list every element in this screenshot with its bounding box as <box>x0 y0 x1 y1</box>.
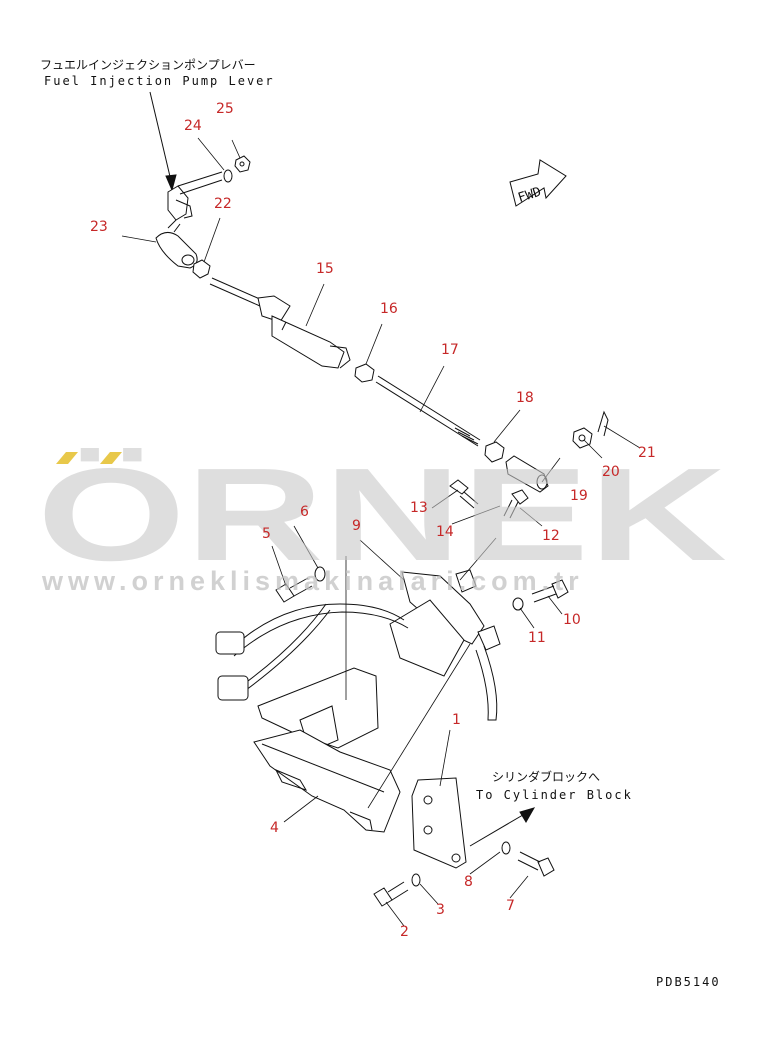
part-number-11: 11 <box>528 630 546 646</box>
cylinder-arrow <box>469 807 536 847</box>
cylinder-label-jp: シリンダブロックへ <box>492 770 601 784</box>
part-number-3: 3 <box>436 902 445 918</box>
drawing-code: PDB5140 <box>656 975 721 989</box>
fwd-label: FWD <box>516 185 543 207</box>
part-number-5: 5 <box>262 526 271 542</box>
pump-lever <box>167 171 223 221</box>
part-number-15: 15 <box>316 261 334 277</box>
ball-joint-23 <box>155 219 198 269</box>
part-number-24: 24 <box>184 118 202 134</box>
part-number-9: 9 <box>352 518 361 534</box>
bracket-4 <box>253 729 401 833</box>
nut-22 <box>192 259 211 279</box>
part-number-18: 18 <box>516 390 534 406</box>
part-number-22: 22 <box>214 196 232 212</box>
washer-24 <box>223 169 233 183</box>
washer-3 <box>411 873 421 887</box>
washer-8 <box>501 841 511 855</box>
washer-11 <box>512 597 524 611</box>
rod-15 <box>209 277 351 369</box>
part-number-12: 12 <box>542 528 560 544</box>
part-number-16: 16 <box>380 301 398 317</box>
pin-21 <box>597 410 609 437</box>
actuator-9 <box>389 569 501 721</box>
rod-17 <box>375 375 481 447</box>
part-number-20: 20 <box>602 464 620 480</box>
bolt-7 <box>517 851 555 877</box>
watermark-logo: ÖRNEK <box>37 448 727 568</box>
nut-18 <box>484 441 505 463</box>
cylinder-label-en: To Cylinder Block <box>476 788 633 802</box>
socket-19 <box>505 455 549 493</box>
wire-harness <box>215 603 409 701</box>
washer-6 <box>314 566 326 582</box>
part-number-6: 6 <box>300 504 309 520</box>
leader-lines <box>121 137 641 927</box>
lever-label-en: Fuel Injection Pump Lever <box>44 74 275 88</box>
part-number-17: 17 <box>441 342 459 358</box>
part-number-2: 2 <box>400 924 409 940</box>
lever-label-jp: フュエルインジェクションポンプレバー <box>40 58 256 72</box>
watermark-url: www.orneklismakinalari.com.tr <box>42 566 584 596</box>
bolt-2 <box>373 881 409 907</box>
nut-16 <box>354 363 375 383</box>
part-number-1: 1 <box>452 712 461 728</box>
part-number-8: 8 <box>464 874 473 890</box>
part-number-23: 23 <box>90 219 108 235</box>
bolt-5 <box>275 577 313 603</box>
bracket-1 <box>411 777 467 869</box>
part-number-4: 4 <box>270 820 279 836</box>
nut-25 <box>234 155 251 173</box>
part-number-14: 14 <box>436 524 454 540</box>
lever-pointer <box>149 91 177 192</box>
part-number-13: 13 <box>410 500 428 516</box>
bolt-12 <box>503 489 529 519</box>
part-number-7: 7 <box>506 898 515 914</box>
fwd-arrow: FWD <box>509 159 567 207</box>
part-number-19: 19 <box>570 488 588 504</box>
part-number-25: 25 <box>216 101 234 117</box>
bolt-13 <box>449 479 479 509</box>
bolt-10 <box>531 579 569 603</box>
part-number-10: 10 <box>563 612 581 628</box>
part-number-21: 21 <box>638 445 656 461</box>
watermark-logo-text: ÖRNEK <box>37 448 727 568</box>
